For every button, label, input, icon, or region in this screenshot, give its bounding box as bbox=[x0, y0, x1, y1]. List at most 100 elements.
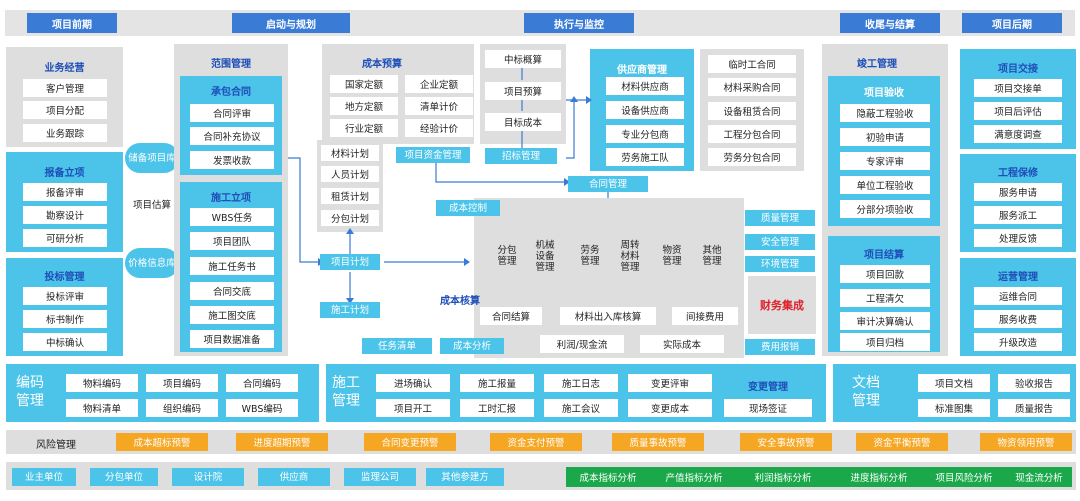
documents-item[interactable]: 标准图集 bbox=[918, 399, 990, 417]
phase-project-early[interactable]: 项目前期 bbox=[27, 13, 117, 33]
supplier-contract-item[interactable]: 临时工合同 bbox=[708, 55, 796, 73]
analysis-tag[interactable]: 进度指标分析 bbox=[838, 468, 920, 486]
coding-item[interactable]: 物料清单 bbox=[66, 399, 138, 417]
analysis-tag[interactable]: 产值指标分析 bbox=[654, 468, 734, 486]
budget-item[interactable]: 行业定额 bbox=[330, 119, 398, 137]
setup-item[interactable]: 合同交底 bbox=[190, 282, 274, 300]
business-item[interactable]: 客户管理 bbox=[23, 79, 107, 97]
setup-item[interactable]: 施工图交底 bbox=[190, 306, 274, 324]
analysis-tag[interactable]: 利润指标分析 bbox=[742, 468, 824, 486]
site-visa[interactable]: 现场签证 bbox=[724, 399, 812, 417]
acceptance-item[interactable]: 专家评审 bbox=[840, 152, 930, 170]
risk-tag[interactable]: 物资领用预警 bbox=[980, 433, 1072, 451]
expense-reimbursement[interactable]: 费用报销 bbox=[745, 339, 815, 355]
supplier-contract-item[interactable]: 劳务分包合同 bbox=[708, 148, 796, 166]
party-tag[interactable]: 分包单位 bbox=[90, 468, 158, 486]
indirect-cost[interactable]: 间接费用 bbox=[672, 307, 738, 325]
contract-mgmt[interactable]: 合同管理 bbox=[568, 176, 648, 192]
project-plan[interactable]: 项目计划 bbox=[320, 254, 380, 270]
risk-tag[interactable]: 资金平衡预警 bbox=[856, 433, 948, 451]
ctrl-machinery[interactable]: 机械设备管理 bbox=[535, 239, 555, 273]
ctrl-materials[interactable]: 物资管理 bbox=[662, 245, 682, 267]
setup-item[interactable]: 项目团队 bbox=[190, 232, 274, 250]
party-tag[interactable]: 设计院 bbox=[172, 468, 244, 486]
bidding-item[interactable]: 中标确认 bbox=[23, 333, 107, 351]
setup-item[interactable]: 施工任务书 bbox=[190, 257, 274, 275]
bid-estimate-item[interactable]: 目标成本 bbox=[485, 113, 561, 131]
coding-item[interactable]: 物料编码 bbox=[66, 374, 138, 392]
construction-item[interactable]: 工时汇报 bbox=[460, 399, 534, 417]
ctrl-other[interactable]: 其他管理 bbox=[702, 245, 722, 267]
coding-item[interactable]: 合同编码 bbox=[226, 374, 298, 392]
safety-mgmt[interactable]: 安全管理 bbox=[745, 234, 815, 250]
construction-item[interactable]: 施工报量 bbox=[460, 374, 534, 392]
bid-estimate-item[interactable]: 项目预算 bbox=[485, 82, 561, 100]
material-inout-accounting[interactable]: 材料出入库核算 bbox=[560, 307, 656, 325]
party-tag[interactable]: 其他参建方 bbox=[426, 468, 504, 486]
acceptance-item[interactable]: 单位工程验收 bbox=[840, 176, 930, 194]
supplier-contract-item[interactable]: 设备租赁合同 bbox=[708, 102, 796, 120]
construction-item[interactable]: 施工会议 bbox=[544, 399, 618, 417]
plan-item[interactable]: 分包计划 bbox=[321, 210, 379, 226]
filing-item[interactable]: 可研分析 bbox=[23, 229, 107, 247]
supplier-item[interactable]: 材料供应商 bbox=[606, 77, 684, 95]
party-tag[interactable]: 业主单位 bbox=[12, 468, 76, 486]
construction-item[interactable]: 项目开工 bbox=[376, 399, 450, 417]
contract-item[interactable]: 合同评审 bbox=[190, 104, 274, 122]
settlement-item[interactable]: 工程清欠 bbox=[840, 289, 930, 307]
phase-project-late[interactable]: 项目后期 bbox=[962, 13, 1062, 33]
settlement-item[interactable]: 审计决算确认 bbox=[840, 312, 930, 330]
party-tag[interactable]: 监理公司 bbox=[344, 468, 416, 486]
phase-execution[interactable]: 执行与监控 bbox=[524, 13, 634, 33]
business-item[interactable]: 业务跟踪 bbox=[23, 124, 107, 142]
cost-analysis[interactable]: 成本分析 bbox=[440, 338, 504, 354]
environment-mgmt[interactable]: 环境管理 bbox=[745, 256, 815, 272]
handover-item[interactable]: 满意度调查 bbox=[974, 125, 1062, 143]
handover-item[interactable]: 项目交接单 bbox=[974, 79, 1062, 97]
filing-item[interactable]: 勘察设计 bbox=[23, 206, 107, 224]
supplier-item[interactable]: 专业分包商 bbox=[606, 125, 684, 143]
setup-item[interactable]: WBS任务 bbox=[190, 208, 274, 226]
operations-item[interactable]: 升级改造 bbox=[974, 333, 1062, 351]
operations-item[interactable]: 服务收费 bbox=[974, 310, 1062, 328]
project-fund-mgmt[interactable]: 项目资金管理 bbox=[396, 147, 470, 163]
risk-tag[interactable]: 合同变更预警 bbox=[364, 433, 456, 451]
phase-closing[interactable]: 收尾与结算 bbox=[840, 13, 940, 33]
phase-start-planning[interactable]: 启动与规划 bbox=[232, 13, 350, 33]
business-item[interactable]: 项目分配 bbox=[23, 101, 107, 119]
contract-item[interactable]: 发票收款 bbox=[190, 151, 274, 169]
risk-tag[interactable]: 安全事故预警 bbox=[740, 433, 832, 451]
price-info-library[interactable]: 价格信息库 bbox=[125, 248, 179, 278]
cost-control[interactable]: 成本控制 bbox=[436, 200, 500, 216]
construction-item[interactable]: 施工日志 bbox=[544, 374, 618, 392]
coding-item[interactable]: WBS编码 bbox=[226, 399, 298, 417]
operations-item[interactable]: 运维合同 bbox=[974, 287, 1062, 305]
construction-item[interactable]: 变更成本 bbox=[628, 399, 712, 417]
tender-mgmt[interactable]: 招标管理 bbox=[485, 148, 557, 164]
ctrl-subcontract[interactable]: 分包管理 bbox=[497, 245, 517, 267]
task-list[interactable]: 任务清单 bbox=[362, 338, 432, 354]
contract-settlement[interactable]: 合同结算 bbox=[480, 307, 542, 325]
risk-tag[interactable]: 成本超标预警 bbox=[116, 433, 208, 451]
bidding-item[interactable]: 标书制作 bbox=[23, 310, 107, 328]
construction-plan[interactable]: 施工计划 bbox=[320, 302, 380, 318]
risk-tag[interactable]: 资金支付预警 bbox=[490, 433, 582, 451]
analysis-tag[interactable]: 项目风险分析 bbox=[924, 468, 1004, 486]
plan-item[interactable]: 材料计划 bbox=[321, 145, 379, 161]
ctrl-turnover-material[interactable]: 周转材料管理 bbox=[620, 239, 640, 273]
budget-item[interactable]: 企业定额 bbox=[405, 75, 473, 93]
analysis-tag[interactable]: 现金流分析 bbox=[1006, 468, 1072, 486]
filing-item[interactable]: 报备评审 bbox=[23, 183, 107, 201]
supplier-item[interactable]: 设备供应商 bbox=[606, 101, 684, 119]
reserve-project-library[interactable]: 储备项目库 bbox=[125, 143, 179, 173]
bidding-item[interactable]: 投标评审 bbox=[23, 287, 107, 305]
warranty-item[interactable]: 服务派工 bbox=[974, 206, 1062, 224]
setup-item[interactable]: 项目数据准备 bbox=[190, 330, 274, 348]
budget-item[interactable]: 经验计价 bbox=[405, 119, 473, 137]
quality-mgmt[interactable]: 质量管理 bbox=[745, 210, 815, 226]
plan-item[interactable]: 人员计划 bbox=[321, 166, 379, 182]
acceptance-item[interactable]: 初验申请 bbox=[840, 128, 930, 146]
settlement-item[interactable]: 项目回款 bbox=[840, 265, 930, 283]
budget-item[interactable]: 国家定额 bbox=[330, 75, 398, 93]
supplier-contract-item[interactable]: 工程分包合同 bbox=[708, 125, 796, 143]
